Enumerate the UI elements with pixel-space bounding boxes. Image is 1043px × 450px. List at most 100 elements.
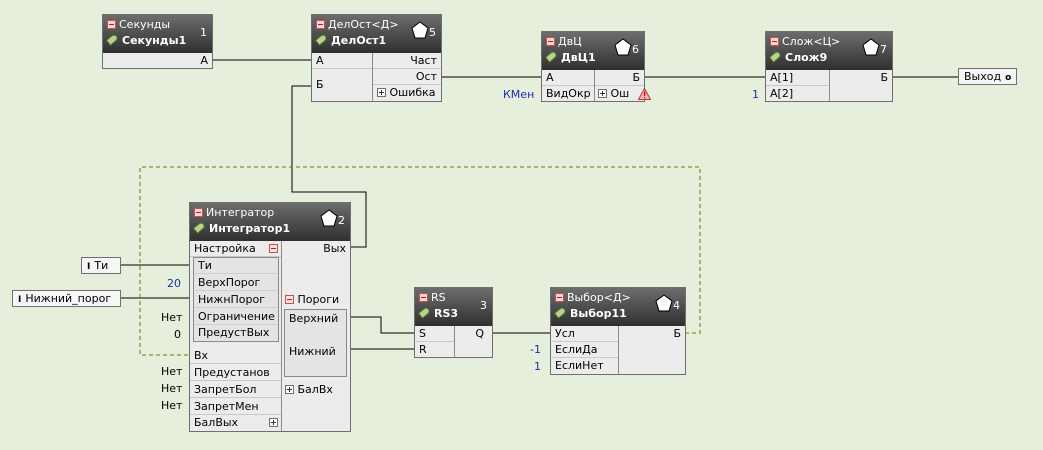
port-out-remainder[interactable]: Ост	[373, 69, 441, 85]
const-limit-no[interactable]: Нет	[161, 311, 183, 324]
port-out-output[interactable]: Вых	[323, 242, 346, 255]
pentagon-icon	[320, 209, 338, 227]
port-in-r[interactable]: R	[419, 343, 427, 356]
port-label: БалВых	[194, 416, 239, 429]
block-header: ДвЦ ДвЦ1 6	[542, 32, 644, 70]
const-forbid-less-no[interactable]: Нет	[161, 399, 183, 412]
block-rs[interactable]: RS RS3 3 S R Q	[414, 287, 493, 358]
port-out-q[interactable]: Q	[475, 327, 484, 340]
port-in-a[interactable]: А	[542, 70, 594, 86]
thresholds-group-header[interactable]: Пороги	[282, 292, 350, 308]
block-header: RS RS3 3	[415, 288, 492, 326]
input-port-icon: I	[87, 262, 91, 272]
collapse-icon[interactable]	[546, 37, 555, 46]
port-in-limit[interactable]: Ограничение	[194, 309, 278, 325]
block-add[interactable]: Слож<Ц> Слож9 7 А[1] А[2] Б	[765, 31, 893, 102]
tag-icon	[315, 33, 328, 46]
collapse-icon[interactable]	[770, 37, 779, 46]
const-preset-out-zero[interactable]: 0	[174, 328, 181, 341]
port-in-balance-out[interactable]: БалВых	[190, 415, 281, 431]
pentagon-icon	[655, 294, 673, 312]
block-name: ДвЦ1	[561, 51, 596, 64]
port-out-b[interactable]: Б	[880, 71, 888, 84]
const-forbid-more-no[interactable]: Нет	[161, 382, 183, 395]
port-in-if-false[interactable]: ЕслиНет	[555, 359, 604, 372]
block-name: Слож9	[785, 51, 828, 64]
pentagon-icon	[862, 38, 880, 56]
const-preset-no[interactable]: Нет	[161, 365, 183, 378]
port-in-a2[interactable]: А[2]	[770, 87, 794, 100]
collapse-icon[interactable]	[555, 293, 564, 302]
port-in-preset[interactable]: Предустанов	[190, 365, 281, 381]
settings-label: Настройка	[194, 242, 256, 255]
port-in-b[interactable]: Б	[316, 78, 324, 91]
port-in-ti[interactable]: Ти	[194, 258, 278, 274]
port-in-upper-threshold[interactable]: ВерхПорог	[194, 275, 278, 291]
block-name: Секунды1	[122, 34, 187, 47]
port-out-b[interactable]: Б	[595, 70, 644, 86]
block-number: 1	[200, 26, 207, 39]
port-out-error[interactable]: Ошибка	[373, 85, 441, 101]
const-if-true[interactable]: -1	[530, 343, 541, 356]
block-integrator[interactable]: Интегратор Интегратор1 2 Настройка Ти Ве…	[189, 202, 351, 432]
tag-icon	[106, 33, 119, 46]
const-if-false[interactable]: 1	[534, 360, 541, 373]
port-in-s[interactable]: S	[415, 326, 454, 342]
port-out-quotient[interactable]: Част	[373, 53, 441, 69]
port-out-a[interactable]: А	[200, 54, 208, 67]
port-label: БалВх	[297, 383, 333, 396]
block-name: Интегратор1	[209, 222, 291, 235]
port-in-preset-out[interactable]: ПредустВых	[198, 326, 270, 339]
expand-icon[interactable]	[377, 88, 386, 97]
port-in-a1[interactable]: А[1]	[766, 70, 829, 86]
block-header: ДелОст<Д> ДелОст1 5	[312, 15, 441, 53]
block-seconds[interactable]: Секунды Секунды1 1 А	[102, 14, 213, 69]
collapse-icon[interactable]	[194, 208, 203, 217]
port-label: Ош	[610, 87, 630, 100]
tag-icon	[545, 50, 558, 63]
port-out-balance-in[interactable]: БалВх	[282, 382, 350, 398]
expand-icon[interactable]	[598, 89, 607, 98]
collapse-thresholds-icon[interactable]	[285, 295, 294, 304]
port-in-forbid-more[interactable]: ЗапретБол	[190, 382, 281, 398]
collapse-icon[interactable]	[419, 293, 428, 302]
block-divmod[interactable]: ДелОст<Д> ДелОст1 5 А Б Част Ост Ошибка	[311, 14, 442, 102]
port-in-condition[interactable]: Усл	[551, 326, 618, 342]
expand-icon[interactable]	[269, 418, 278, 427]
block-type: Слож<Ц>	[782, 35, 841, 48]
tag-icon	[193, 221, 206, 234]
port-out-b[interactable]: Б	[673, 327, 681, 340]
const-kmen[interactable]: КМен	[503, 88, 535, 101]
block-name: RS3	[434, 307, 459, 320]
settings-group-header[interactable]: Настройка	[190, 241, 281, 257]
block-select[interactable]: Выбор<Д> Выбор11 4 Усл ЕслиДа ЕслиНет Б	[550, 287, 686, 375]
thresholds-label: Пороги	[297, 293, 340, 306]
const-twenty[interactable]: 20	[167, 277, 181, 290]
port-in-a[interactable]: А	[312, 53, 372, 69]
const-one-add[interactable]: 1	[752, 88, 759, 101]
port-in-lower-threshold[interactable]: НижнПорог	[194, 292, 278, 308]
block-number: 3	[480, 299, 487, 312]
port-in-if-true[interactable]: ЕслиДа	[551, 342, 618, 358]
port-out-upper[interactable]: Верхний	[289, 312, 339, 325]
block-type: Интегратор	[206, 206, 275, 219]
block-header: Интегратор Интегратор1 2	[190, 203, 350, 241]
port-in-rounding[interactable]: ВидОкр	[546, 87, 591, 100]
block-type: ДвЦ	[558, 35, 582, 48]
collapse-icon[interactable]	[316, 20, 325, 29]
port-out-lower[interactable]: Нижний	[289, 345, 336, 358]
expand-icon[interactable]	[285, 385, 294, 394]
block-number: 2	[338, 214, 345, 227]
block-header: Секунды Секунды1 1	[103, 15, 212, 53]
collapse-icon[interactable]	[107, 20, 116, 29]
port-in-forbid-less[interactable]: ЗапретМен	[190, 399, 281, 415]
port-out-error[interactable]: Ош	[595, 86, 644, 101]
block-number: 5	[429, 26, 436, 39]
settings-group: Ти ВерхПорог НижнПорог Ограничение Преду…	[193, 257, 279, 342]
collapse-settings-icon[interactable]	[269, 244, 278, 253]
block-dvc[interactable]: ДвЦ ДвЦ1 6 А ВидОкр Б Ош	[541, 31, 645, 102]
port-in-input[interactable]: Вх	[190, 348, 281, 364]
